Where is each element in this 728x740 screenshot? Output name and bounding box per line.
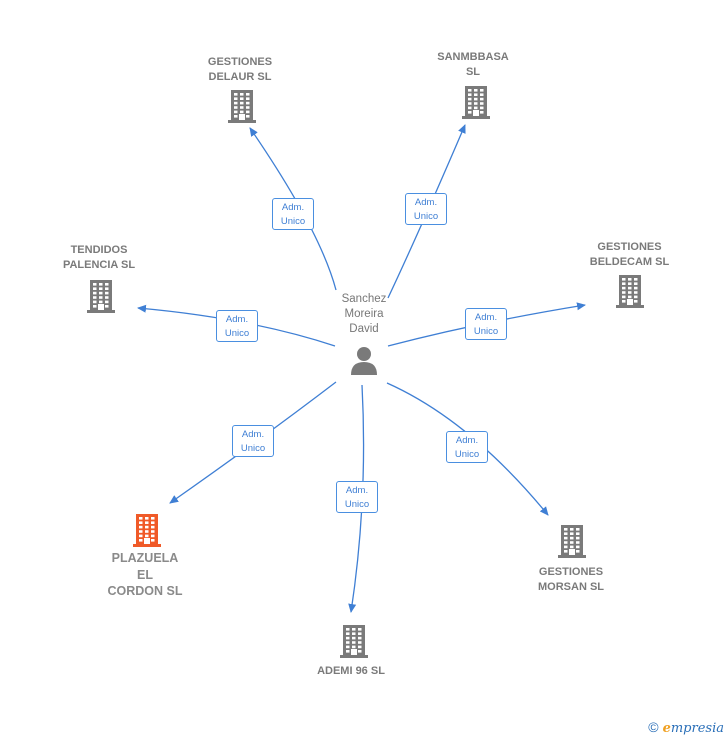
role-badge-beldecam: Adm. Unico (465, 308, 507, 340)
role-badge-sanmbbasa: Adm. Unico (405, 193, 447, 225)
brand-logo-text: mpresia (670, 721, 724, 736)
building-icon-beldecam[interactable] (616, 275, 644, 308)
company-label-plazuela[interactable]: PLAZUELA EL CORDON SL (107, 551, 183, 598)
copyright-icon: © (648, 719, 659, 735)
company-label-morsan[interactable]: GESTIONES MORSAN SL (538, 566, 604, 593)
person-name[interactable]: Sanchez Moreira David (341, 293, 387, 335)
brand-logo-initial: e (662, 721, 671, 736)
brand-watermark: ©empresia (648, 719, 724, 736)
role-badge-tendidos: Adm. Unico (216, 310, 258, 342)
company-label-beldecam[interactable]: GESTIONES BELDECAM SL (589, 241, 670, 268)
building-icon-plazuela[interactable] (133, 514, 161, 547)
building-icon-delaur[interactable] (228, 90, 256, 123)
person-icon (351, 347, 377, 375)
company-label-tendidos[interactable]: TENDIDOS PALENCIA SL (62, 244, 136, 271)
role-badge-plazuela: Adm. Unico (232, 425, 274, 457)
building-icon-sanmbbasa[interactable] (462, 86, 490, 119)
building-icon-morsan[interactable] (558, 525, 586, 558)
company-label-sanmbbasa[interactable]: SANMBBASA SL (437, 51, 509, 78)
role-badge-ademi: Adm. Unico (336, 481, 378, 513)
building-icon-tendidos[interactable] (87, 280, 115, 313)
role-badge-morsan: Adm. Unico (446, 431, 488, 463)
company-label-ademi[interactable]: ADEMI 96 SL (317, 665, 385, 677)
company-label-delaur[interactable]: GESTIONES DELAUR SL (207, 56, 273, 83)
building-icon-ademi[interactable] (340, 625, 368, 658)
role-badge-delaur: Adm. Unico (272, 198, 314, 230)
